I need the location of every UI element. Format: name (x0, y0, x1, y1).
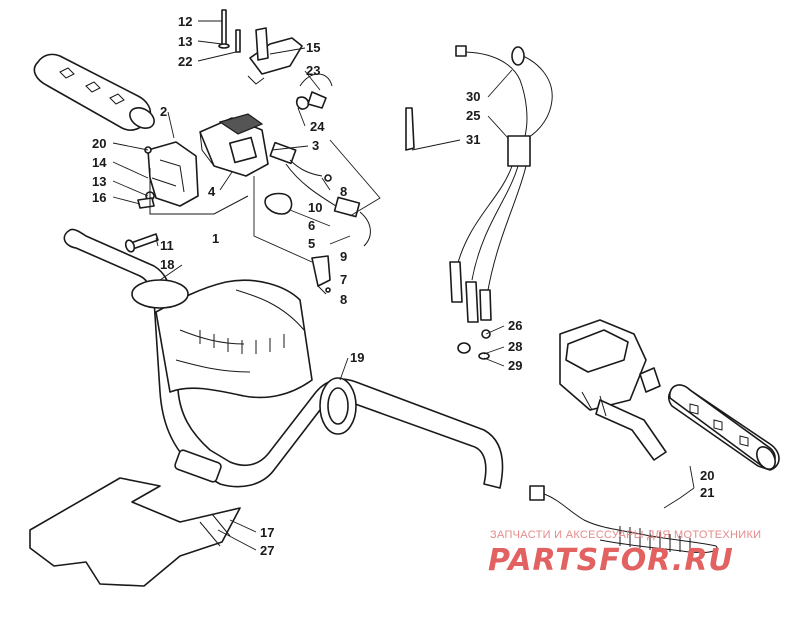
brake-master-cylinder (559, 319, 667, 461)
callout-28: 28 (508, 339, 522, 354)
callout-26: 26 (508, 318, 522, 333)
callout-27: 27 (260, 543, 274, 558)
callout-20: 20 (700, 468, 714, 483)
wiring-switches (264, 139, 381, 247)
callout-5: 5 (308, 236, 315, 251)
handlebar-pad (29, 477, 241, 587)
throttle-cable (405, 45, 553, 360)
callout-25: 25 (466, 108, 480, 123)
callout-8: 8 (340, 184, 347, 199)
callout-13: 13 (92, 174, 106, 189)
callouts: 12 13 22 15 23 24 2 3 20 14 13 16 4 1 8 … (92, 14, 714, 558)
callout-1: 1 (212, 231, 219, 246)
callout-23: 23 (306, 63, 320, 78)
callout-30: 30 (466, 89, 480, 104)
callout-24: 24 (310, 119, 325, 134)
callout-16: 16 (92, 190, 106, 205)
callout-18: 18 (160, 257, 174, 272)
callout-13: 13 (178, 34, 192, 49)
heater-wire (529, 485, 718, 553)
handlebar (63, 228, 504, 489)
callout-31: 31 (466, 132, 480, 147)
watermark-logo: PARTSFOR.RU (488, 543, 734, 578)
switch-block (199, 113, 269, 177)
watermark-tagline: ЗАПЧАСТИ И АКСЕССУАРЫ ДЛЯ МОТОТЕХНИКИ (490, 529, 761, 541)
callout-20: 20 (92, 136, 106, 151)
callout-12: 12 (178, 14, 192, 29)
callout-10: 10 (308, 200, 322, 215)
callout-17: 17 (260, 525, 274, 540)
callout-22: 22 (178, 54, 192, 69)
callout-29: 29 (508, 358, 522, 373)
leader-lines (112, 20, 695, 551)
right-grip (668, 384, 780, 471)
switch-housing-left (137, 141, 199, 209)
callout-15: 15 (306, 40, 320, 55)
watermark: ЗАПЧАСТИ И АКСЕССУАРЫ ДЛЯ МОТОТЕХНИКИ PA… (488, 529, 761, 578)
callout-4: 4 (208, 184, 216, 199)
callout-7: 7 (340, 272, 347, 287)
group-bracket-1 (149, 168, 249, 215)
callout-21: 21 (700, 485, 714, 500)
callout-14: 14 (92, 155, 107, 170)
callout-11: 11 (160, 238, 174, 253)
left-grip (33, 53, 155, 131)
callout-6: 6 (308, 218, 315, 233)
bracket-7 (253, 176, 331, 295)
callout-19: 19 (350, 350, 364, 365)
mirror-bracket (218, 9, 333, 110)
callout-8: 8 (340, 292, 347, 307)
callout-9: 9 (340, 249, 347, 264)
screw-11 (124, 233, 159, 253)
callout-3: 3 (312, 138, 319, 153)
callout-2: 2 (160, 104, 167, 119)
